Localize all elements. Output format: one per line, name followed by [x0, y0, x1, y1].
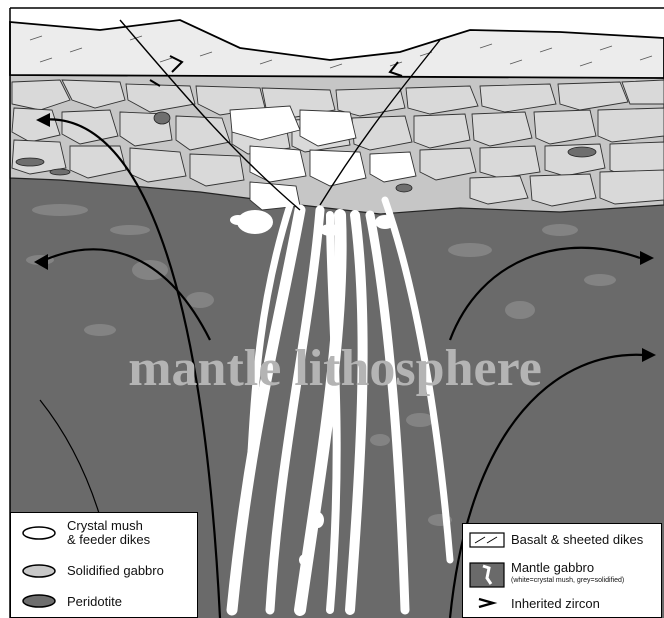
legend-peridotite: Peridotite [67, 595, 122, 609]
gabbro-box-icon [469, 562, 505, 588]
main-label: mantle lithosphere [128, 340, 542, 397]
legend-mantle-gabbro: Mantle gabbro [511, 561, 594, 575]
legend-inherited-zircon: Inherited zircon [511, 597, 600, 611]
light-grey-ellipse-icon [21, 563, 57, 579]
legend-right: Basalt & sheeted dikes Mantle gabbro (wh… [462, 523, 662, 618]
basalt-cap [10, 20, 664, 78]
legend-solidified-gabbro: Solidified gabbro [67, 564, 164, 578]
legend-mantle-gabbro-note: (white=crystal mush, grey=solidified) [511, 577, 624, 584]
legend-crystal-mush: Crystal mush & feeder dikes [67, 519, 150, 547]
legend-basalt: Basalt & sheeted dikes [511, 533, 643, 547]
white-ellipse-icon [21, 525, 57, 541]
legend-left: Crystal mush & feeder dikes Solidified g… [10, 512, 198, 618]
dark-grey-ellipse-icon [21, 593, 57, 609]
zircon-chevron-icon [475, 596, 499, 610]
hatched-box-icon [469, 532, 505, 548]
